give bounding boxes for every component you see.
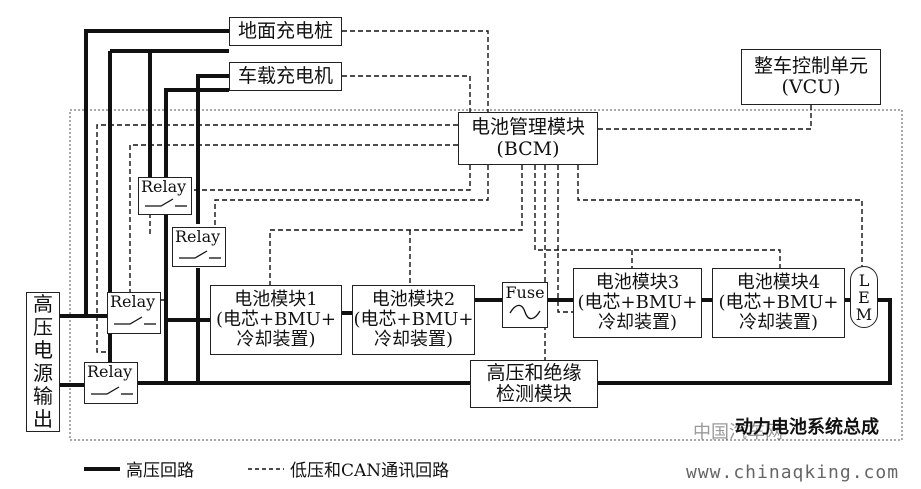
relay-3: Relay — [107, 292, 161, 334]
can-lines — [96, 30, 863, 360]
fuse-symbol — [509, 304, 541, 320]
legend-solid-swatch — [84, 466, 120, 471]
ground-charger-box: 地面充电桩 — [229, 17, 342, 46]
hv-output-label: 高 压 电 源 输 出 — [33, 292, 53, 431]
battery-module-1: 电池模块1 (电芯+BMU+ 冷却装置) — [210, 285, 342, 355]
vehicle-charger-box: 车载充电机 — [229, 62, 342, 91]
bcm-box: 电池管理模块 (BCM) — [458, 112, 598, 165]
watermark-url: www.chinaqking.com — [686, 462, 900, 483]
legend-solid: 高压回路 — [84, 456, 194, 481]
hv-output-box: 高 压 电 源 输 出 — [26, 292, 60, 432]
relay-1: Relay — [138, 177, 192, 215]
battery-module-3: 电池模块3 (电芯+BMU+ 冷却装置) — [573, 268, 702, 338]
high-voltage-lines — [60, 29, 892, 387]
legend-dashed-swatch — [248, 467, 284, 470]
battery-module-4: 电池模块4 (电芯+BMU+ 冷却装置) — [712, 268, 845, 338]
fuse-box: Fuse — [502, 282, 548, 328]
relay-2: Relay — [172, 227, 226, 267]
battery-module-2: 电池模块2 (电芯+BMU+ 冷却装置) — [352, 285, 475, 355]
relay-4: Relay — [84, 362, 138, 404]
assembly-label: 动力电池系统总成 — [735, 417, 879, 438]
assembly-border — [69, 109, 903, 441]
lem-sensor: L E M — [850, 266, 878, 328]
hv-insulation-detection-box: 高压和绝缘 检测模块 — [470, 360, 598, 408]
vcu-box: 整车控制单元 (VCU) — [741, 49, 881, 105]
watermark-chinese: 中国汽车网 — [693, 422, 783, 443]
legend-dashed: 低压和CAN通讯回路 — [248, 456, 449, 481]
